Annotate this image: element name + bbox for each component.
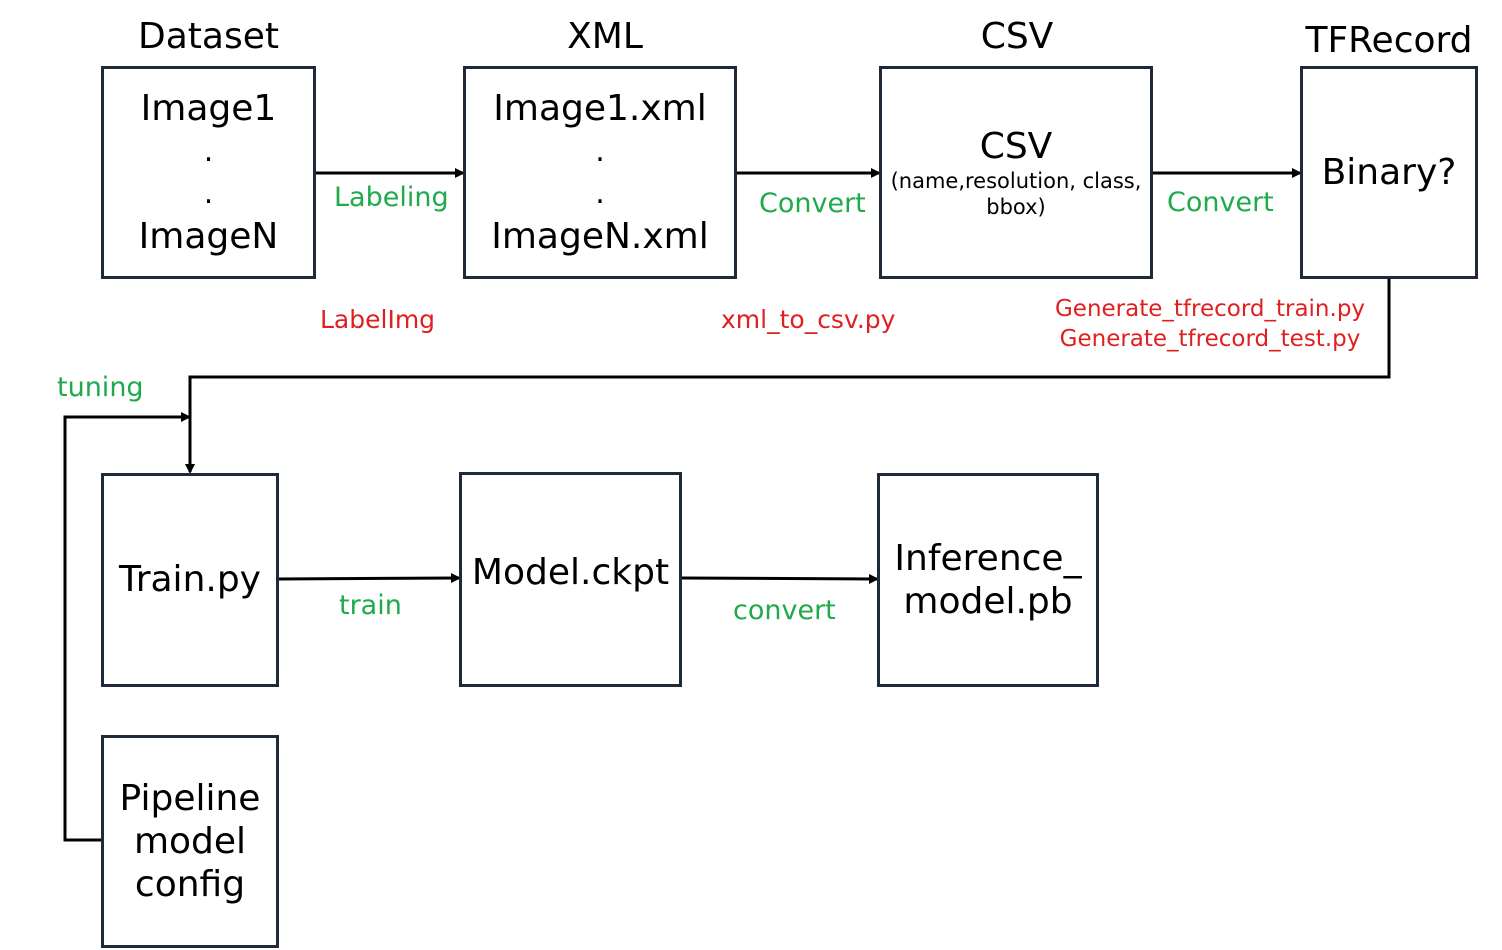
csv-box: CSV (name,resolution, class, bbox) [879, 66, 1153, 279]
title-dataset: Dataset [138, 16, 279, 57]
dataset-dot-1: . [203, 133, 214, 169]
tool-label-xml-to-csv: xml_to_csv.py [721, 305, 896, 334]
title-csv: CSV [980, 16, 1054, 57]
inference-model-box: Inference_ model.pb [877, 473, 1099, 687]
dataset-first-image: Image1 [140, 88, 277, 130]
train-box: Train.py [101, 473, 279, 687]
xml-last-file: ImageN.xml [491, 215, 709, 257]
arrow-train-to-model [278, 573, 461, 584]
edge-label-convert-model: convert [733, 595, 836, 626]
arrow-tfrecord-to-train [185, 279, 1391, 474]
arrow-model-to-inference [681, 573, 879, 584]
tool-label-generate-train: Generate_tfrecord_train.py [1054, 296, 1366, 322]
xml-dot-2: . [595, 175, 605, 211]
edge-label-convert-csv: Convert [1167, 187, 1274, 218]
inference-label-line-1: Inference_ [894, 537, 1082, 579]
tool-label-generate-test: Generate_tfrecord_test.py [1059, 325, 1361, 352]
xml-dot-1: . [595, 133, 605, 169]
tool-label-labelimg: LabelImg [320, 305, 436, 334]
pipeline-label-line-2: model [133, 820, 247, 862]
pipeline-label-line-1: Pipeline [119, 777, 261, 819]
model-ckpt-label: Model.ckpt [471, 551, 670, 593]
inference-label-line-2: model.pb [903, 581, 1073, 622]
dataset-box: Image1 . . ImageN [101, 66, 316, 279]
pipeline-config-box: Pipeline model config [101, 735, 279, 948]
train-label: Train.py [119, 559, 261, 601]
tfrecord-main-label: Binary? [1321, 151, 1457, 193]
tool-label-generate-tfrecord: Generate_tfrecord_train.py Generate_tfre… [1050, 295, 1370, 355]
dataset-dot-2: . [203, 175, 214, 211]
edge-label-train: train [339, 590, 402, 621]
csv-fields-line-2: bbox) [986, 195, 1046, 220]
edge-label-labeling: Labeling [334, 182, 449, 213]
edge-label-convert-xml: Convert [759, 188, 866, 219]
csv-main-label: CSV [979, 125, 1053, 167]
xml-first-file: Image1.xml [493, 88, 707, 130]
pipeline-label-line-3: config [134, 864, 246, 906]
title-tfrecord: TFRecord [1305, 20, 1473, 61]
xml-box: Image1.xml . . ImageN.xml [463, 66, 737, 279]
tfrecord-box: Binary? [1300, 66, 1478, 279]
csv-fields-line-1: (name,resolution, class, [890, 168, 1142, 193]
edge-label-tuning: tuning [57, 372, 144, 403]
title-xml: XML [567, 16, 643, 57]
dataset-last-image: ImageN [138, 215, 279, 257]
arrow-pipeline-to-train [63, 412, 191, 842]
model-ckpt-box: Model.ckpt [459, 472, 682, 687]
